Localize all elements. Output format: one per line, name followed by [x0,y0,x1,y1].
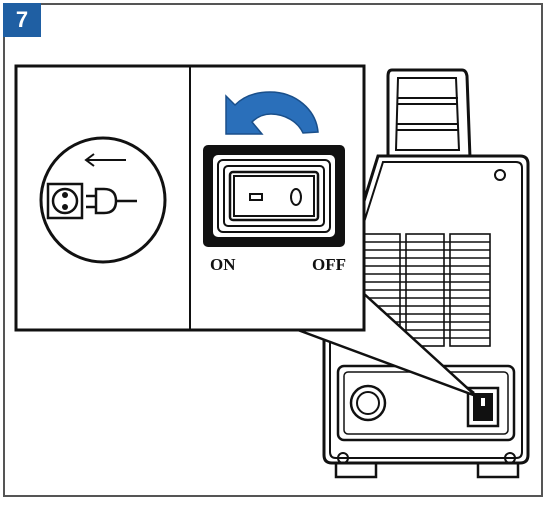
rocker-switch [203,145,345,247]
switch-on-label: ON [210,255,236,274]
figure-frame [3,3,543,497]
step-number-badge: 7 [3,3,41,37]
machine-power-switch [466,386,500,428]
vent-grille [361,233,491,347]
plug-socket-icon [39,136,167,264]
switch-off-label: OFF [312,255,346,274]
rotate-arrow-icon [225,91,319,135]
unplug-direction-arrow-icon [84,153,126,167]
cable-gland [349,384,387,422]
